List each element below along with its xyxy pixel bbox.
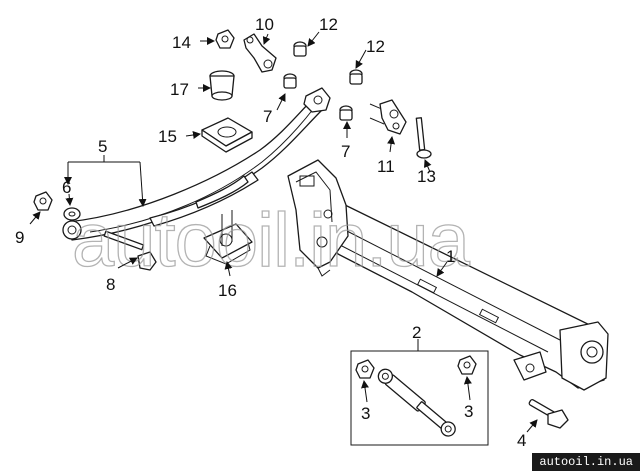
- callout-16: 16: [218, 281, 237, 300]
- bushing-7-right: [339, 105, 353, 121]
- callout-2: 2: [412, 323, 421, 342]
- leader-lines: [29, 31, 538, 433]
- callout-3-right: 3: [464, 402, 473, 421]
- callout-11: 11: [377, 157, 395, 176]
- spring-plate-16: [203, 210, 253, 265]
- callout-1: 1: [446, 247, 455, 266]
- callout-12-right: 12: [366, 37, 385, 56]
- callout-3-left: 3: [361, 404, 370, 423]
- callout-13: 13: [417, 167, 436, 186]
- callout-8: 8: [106, 275, 115, 294]
- bushing-6: [63, 207, 81, 221]
- bump-stop-17: [209, 70, 235, 101]
- shock-nut-right: [457, 355, 477, 375]
- watermark: autooil.in.ua: [72, 198, 471, 283]
- callout-17: 17: [170, 80, 189, 99]
- shock-absorber: [377, 368, 456, 437]
- bolt-12-right: [349, 69, 363, 85]
- shock-absorber-kit-box: [350, 339, 489, 446]
- callout-5: 5: [98, 137, 107, 156]
- shackle-bracket-10: [243, 33, 277, 73]
- bolt-12-top: [293, 41, 307, 57]
- nut-14: [215, 29, 235, 49]
- bushing-7-left: [283, 73, 297, 89]
- mounting-bolt-4: [528, 398, 569, 429]
- shock-nut-left: [355, 359, 375, 379]
- shackle-11: [369, 99, 407, 135]
- callout-7-left: 7: [263, 107, 272, 126]
- callout-15: 15: [158, 127, 177, 146]
- callout-labels: 1 2 3 3 4 5 6 7 7 8 9 10 11 12 12 13 14 …: [15, 15, 526, 450]
- nut-9: [33, 191, 53, 211]
- callout-12-top: 12: [319, 15, 338, 34]
- callout-9: 9: [15, 228, 24, 247]
- source-url-label: autooil.in.ua: [532, 453, 640, 471]
- callout-4: 4: [517, 431, 526, 450]
- spring-pad-15: [201, 117, 253, 153]
- axle-frame-rail: [287, 159, 609, 391]
- callout-10: 10: [255, 15, 274, 34]
- leaf-spring: [62, 87, 331, 271]
- callout-14: 14: [172, 33, 191, 52]
- bolt-13: [415, 117, 432, 159]
- callout-6: 6: [62, 178, 71, 197]
- callout-7-right: 7: [341, 142, 350, 161]
